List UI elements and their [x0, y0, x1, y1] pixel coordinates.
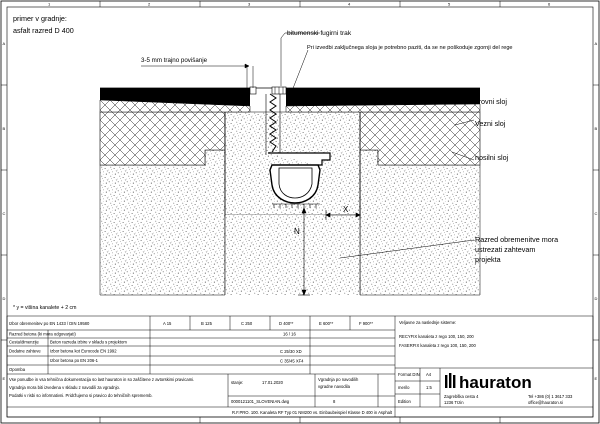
- roof-layer-label: krovni sloj: [475, 97, 507, 106]
- row5-mid: Izbor betona po EN 206-1: [50, 358, 99, 363]
- frame-letter-a: A: [3, 41, 6, 46]
- frame-letter-d-right: D: [595, 296, 598, 301]
- install-note2: vgradne navodila: [318, 384, 351, 389]
- class-d400: D 400**: [279, 321, 294, 326]
- legal-text3: Podatki v risbi so informativni. Pridržu…: [9, 393, 153, 398]
- dimension-n-label: N: [294, 227, 300, 236]
- stanje-value: 17.01.2020: [262, 380, 284, 385]
- norm-label: Izbor obremenitev po EN 1433 / DIN 19580: [9, 321, 90, 326]
- channel-body: [269, 164, 321, 204]
- row4-value: C 25/30 XD: [280, 349, 302, 354]
- row4-left: Dodatne zahteve: [9, 349, 41, 354]
- frame-number-4: 4: [348, 2, 351, 7]
- frame-letter-c-right: C: [595, 211, 598, 216]
- dimension-n: [298, 207, 310, 296]
- primer-line2: asfalt razred D 400: [13, 26, 74, 35]
- systems-header: Veljavne za naslednje sisteme:: [399, 320, 456, 325]
- lowering-label: 3-5 mm trajno povišanje: [141, 57, 208, 64]
- row4-mid: Izbor betona kot Eurocode EN 1992: [50, 349, 117, 354]
- dimension-x: [325, 210, 361, 220]
- dimension-x-label: X: [343, 205, 349, 214]
- scale-label: merilo: [398, 385, 410, 390]
- frame-letter-b-right: B: [595, 126, 598, 131]
- frame-number-2: 2: [148, 2, 151, 7]
- class-c250: C 250: [241, 321, 253, 326]
- base-layer-label: nosilni sloj: [475, 153, 509, 162]
- class-e600: E 600**: [319, 321, 334, 326]
- primer-line1: primer v gradnje:: [13, 14, 67, 23]
- phone: Tel +386 (0) 1 3617 333: [528, 394, 573, 399]
- frame-letter-a-right: A: [595, 41, 598, 46]
- format-label: Format DIN: [398, 372, 420, 377]
- row2-label: Razred betona (ki mora odgovarjati): [9, 332, 76, 337]
- installation-note: Pri izvedbi zaključnega sloja je potrebn…: [307, 45, 513, 51]
- channel-flange: [268, 152, 331, 166]
- class-b125: B 125: [201, 321, 213, 326]
- systems-recyfix: RECYFIX kanaleta z rego 100, 150, 200: [399, 334, 474, 339]
- frame-letter-e-right: E: [595, 376, 598, 381]
- binder-layer-label: Vezni sloj: [475, 119, 506, 128]
- class-f900: F 900**: [359, 321, 373, 326]
- bitumen-joint-tape: [269, 93, 277, 153]
- grate-left-edge: [249, 86, 257, 95]
- hauraton-logo: hauraton: [445, 373, 532, 392]
- row2-value: 16 / 16: [283, 332, 296, 337]
- frame-number-1: 1: [48, 2, 51, 7]
- frame-letter-d: D: [3, 296, 6, 301]
- install-note1: Vgradnja po navodilih: [318, 377, 359, 382]
- base-layer-left: [99, 149, 226, 296]
- row3-mid: Beton razreda izbire v skladu s projekto…: [50, 340, 127, 345]
- row5-value: C 35/45 XF4: [280, 359, 304, 364]
- cross-section: X N: [99, 63, 481, 296]
- frame-number-6: 6: [548, 2, 551, 7]
- channel-inner: [278, 167, 313, 199]
- bitumen-tape-label: bitumenski fugirni trak: [287, 30, 352, 37]
- address-line2: 1236 Trzin: [444, 400, 464, 405]
- binder-layer-right: [359, 111, 481, 166]
- drawing-title: R.F.PRO. 100. Kanaleta RF Typ 01 NM200 v…: [232, 410, 393, 415]
- format-value: A4: [426, 372, 432, 377]
- legal-text1: Vse ponudbe in vsa tehnična dokumentacij…: [9, 377, 194, 382]
- email: office@hauraton.si: [528, 400, 563, 405]
- address-line1: Zagrebška cesta 4: [444, 394, 479, 399]
- load-class-line1: Razred obremenitve mora: [475, 235, 558, 244]
- scale-value: 1:5: [426, 385, 432, 390]
- page-number: 8: [333, 399, 336, 404]
- load-class-line3: projekta: [475, 255, 501, 264]
- edition-label: Edition: [398, 399, 411, 404]
- frame-number-3: 3: [248, 2, 251, 7]
- frame-letter-b: B: [3, 126, 6, 131]
- footnote: * y = višina kanalete + 2 cm: [13, 305, 76, 311]
- company-name: hauraton: [459, 373, 532, 392]
- frame-letter-e: E: [3, 376, 6, 381]
- frame-letter-c: C: [3, 211, 6, 216]
- concrete-foundation: [225, 215, 360, 295]
- row3-left: Cesta/dimenzije: [9, 340, 39, 345]
- systems-faserfix: FASERFIX kanaleta z rego 100, 150, 200: [399, 343, 476, 348]
- surface-layer-right: [286, 88, 480, 106]
- legal-text2: Vgradnja mora biti izvedena v skladu z n…: [9, 385, 120, 390]
- load-class-line2: ustrezati zahtevam: [475, 245, 535, 254]
- row6-left: Opomba: [9, 367, 26, 372]
- frame-number-5: 5: [448, 2, 451, 7]
- stanje-label: stanje:: [231, 380, 243, 385]
- class-a15: A 15: [163, 321, 172, 326]
- title-block: [6, 315, 594, 418]
- base-layer-right: [359, 149, 481, 296]
- file-name: 0000121101_SLOVENIAN.dwg: [231, 399, 290, 404]
